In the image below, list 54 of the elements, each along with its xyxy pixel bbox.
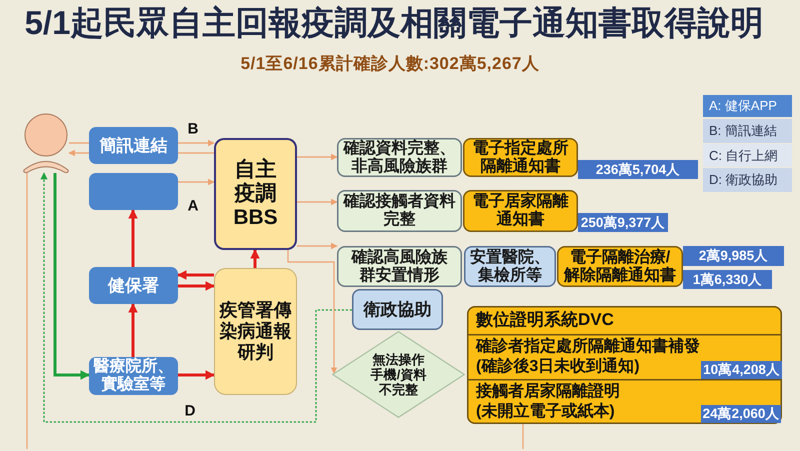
panel-heading: 數位證明系統DVC bbox=[476, 310, 614, 329]
table-row bbox=[467, 379, 782, 424]
arrow bbox=[297, 198, 338, 206]
arrow bbox=[40, 172, 352, 423]
connector-line bbox=[26, 173, 28, 449]
arrow bbox=[128, 303, 138, 357]
key-row: D: 衛政協助 bbox=[703, 168, 792, 192]
count-bar: 236萬5,704人 bbox=[578, 160, 698, 179]
key-row: A: 健保APP bbox=[703, 95, 792, 117]
step-box: 確認資料完整、非高風險族群 bbox=[337, 138, 462, 177]
arrow bbox=[250, 249, 260, 268]
arrow bbox=[178, 178, 215, 186]
count-bar: 24萬2,060人 bbox=[701, 405, 781, 423]
arrow bbox=[177, 270, 214, 280]
table-row bbox=[467, 334, 782, 379]
step-box: 安置醫院、集檢所等 bbox=[464, 246, 556, 287]
row-text: 確診者指定處所隔離通知書補發 bbox=[476, 337, 700, 356]
person-icon bbox=[23, 113, 69, 173]
step-box: 確認高風險族群安置情形 bbox=[337, 246, 462, 287]
arrow bbox=[54, 173, 90, 380]
arrow bbox=[128, 209, 138, 267]
key-row: C: 自行上網 bbox=[703, 144, 792, 167]
process-box: 衛政協助 bbox=[352, 289, 443, 330]
row-text: (確診後3日未收到通知) bbox=[476, 357, 640, 376]
count-bar: 1萬6,330人 bbox=[683, 270, 772, 289]
arrow bbox=[297, 242, 338, 250]
title: 5/1起民眾自主回報疫調及相關電子通知書取得說明 bbox=[24, 3, 764, 43]
connector-line bbox=[178, 152, 214, 154]
row-text: 接觸者居家隔離證明 bbox=[476, 382, 620, 401]
process-box: 簡訊連結 bbox=[89, 127, 178, 164]
arrow bbox=[178, 370, 215, 380]
certificate-panel bbox=[467, 306, 782, 424]
row-text: (未開立電子或紙本) bbox=[476, 402, 615, 421]
arrow bbox=[68, 150, 89, 156]
process-box: 健保署 bbox=[89, 267, 178, 304]
arrow bbox=[178, 140, 215, 146]
step-box: 確認接觸者資料完整 bbox=[337, 190, 462, 232]
count-bar: 10萬4,208人 bbox=[701, 361, 782, 379]
process-box: 自主疫調BBS bbox=[214, 138, 297, 250]
decision-diamond: 無法操作手機/資料不完整 bbox=[332, 331, 465, 418]
subtitle: 5/1至6/16累計確診人數:302萬5,267人 bbox=[240, 53, 540, 75]
arrow bbox=[178, 281, 215, 291]
process-box: 醫療院所、實驗室等 bbox=[89, 357, 178, 395]
notice-box: 電子隔離治療/解除隔離通知書 bbox=[557, 246, 683, 287]
count-bar: 250萬9,377人 bbox=[578, 213, 668, 232]
notice-box: 電子居家隔離通知書 bbox=[463, 190, 578, 232]
arrow bbox=[297, 154, 338, 160]
arrow bbox=[287, 250, 338, 374]
notice-box: 電子指定處所隔離通知書 bbox=[463, 138, 578, 177]
key-row: B: 簡訊連結 bbox=[703, 119, 792, 143]
process-box bbox=[89, 173, 178, 210]
count-bar: 2萬9,985人 bbox=[683, 246, 784, 266]
connector-line bbox=[69, 142, 89, 144]
process-box: 疾管署傳染病通報研判 bbox=[214, 268, 297, 395]
